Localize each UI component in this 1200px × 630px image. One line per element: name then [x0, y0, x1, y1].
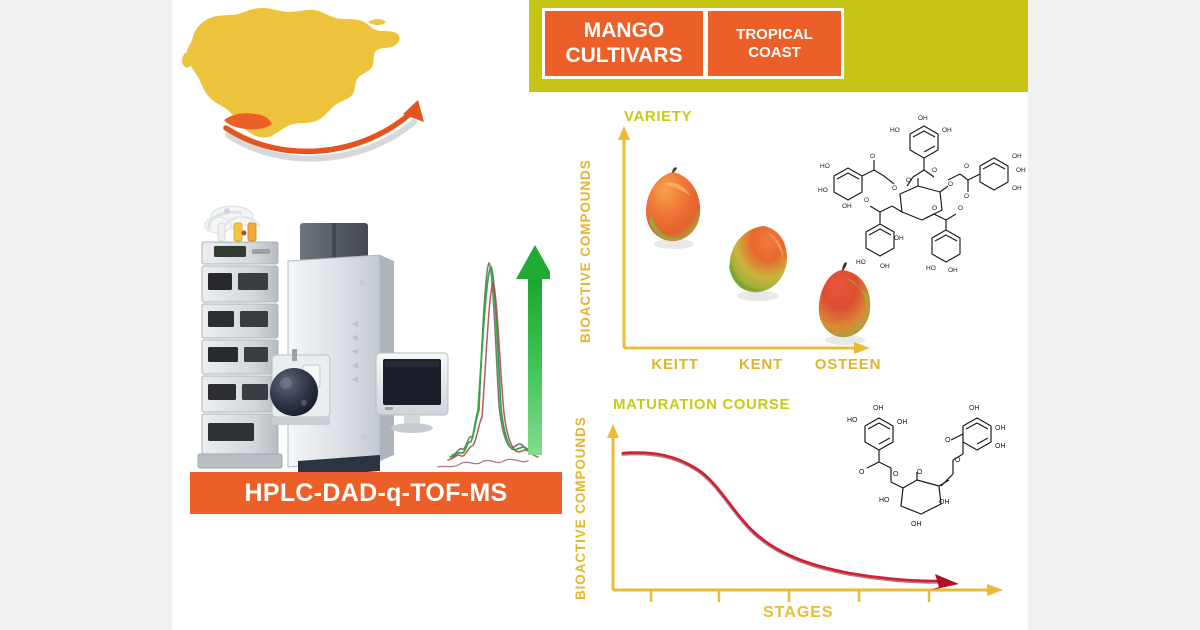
mass-spectrometer: ▲ ▲ ▲ ▲ ▲: [270, 223, 394, 477]
letterbox-right: [1028, 0, 1200, 630]
svg-text:O: O: [964, 163, 969, 170]
svg-text:OH: OH: [918, 115, 928, 122]
tropical-coast-highlight: [224, 113, 272, 130]
svg-text:OH: OH: [1012, 185, 1022, 192]
svg-text:OH: OH: [942, 127, 952, 134]
svg-text:OH: OH: [969, 405, 980, 412]
svg-text:O: O: [955, 457, 961, 464]
maturation-y-axis-arrowhead: [607, 424, 619, 438]
svg-text:O: O: [893, 471, 899, 478]
computer-monitor: [375, 352, 449, 433]
svg-text:O: O: [932, 205, 937, 212]
chromatogram-trace: [437, 261, 539, 468]
pentagalloyl-glucose-structure: OH HO OH O O HO HO OH O O O HO OH OH: [814, 110, 1028, 282]
svg-text:O: O: [906, 177, 911, 184]
hplc-method-label: HPLC-DAD-q-TOF-MS: [190, 472, 562, 514]
hplc-method-label-text: HPLC-DAD-q-TOF-MS: [244, 478, 508, 507]
maturation-chart-title: MATURATION COURSE: [613, 396, 791, 413]
chip-mango-cultivars-line-1: MANGO: [583, 18, 665, 42]
green-up-arrow: [516, 245, 554, 455]
maturation-chart-xlabel: STAGES: [763, 604, 834, 621]
maturation-curve: [621, 451, 959, 590]
svg-text:OH: OH: [948, 267, 958, 274]
variety-marker-keitt: [640, 164, 706, 250]
chip-mango-cultivars-line-2: CULTIVARS: [565, 43, 683, 67]
svg-text:OH: OH: [897, 419, 908, 426]
svg-text:O: O: [859, 469, 865, 476]
svg-text:HO: HO: [856, 259, 866, 266]
svg-text:HO: HO: [847, 417, 858, 424]
svg-text:O: O: [958, 205, 963, 212]
svg-text:O: O: [948, 181, 953, 188]
svg-text:O: O: [870, 153, 875, 160]
maturation-chart: MATURATION COURSE BIOACTIVE COMPOUNDS: [567, 388, 1027, 630]
variety-chart-axes: [622, 136, 860, 350]
svg-text:OH: OH: [873, 405, 884, 412]
svg-text:O: O: [945, 437, 951, 444]
svg-text:OH: OH: [842, 203, 852, 210]
variety-marker-osteen: [812, 260, 878, 346]
header-chip-group: MANGO CULTIVARS TROPICAL COAST: [542, 8, 844, 79]
svg-text:O: O: [932, 167, 937, 174]
letterbox-left: [0, 0, 172, 630]
svg-text:O: O: [917, 469, 923, 476]
instrument-illustration: ▲ ▲ ▲ ▲ ▲: [180, 205, 554, 480]
svg-text:▲ ▲ ▲ ▲ ▲: ▲ ▲ ▲ ▲ ▲: [349, 318, 361, 385]
variety-chart-title: VARIETY: [624, 108, 693, 125]
variety-category-osteen: OSTEEN: [814, 356, 882, 373]
svg-text:OH: OH: [995, 425, 1006, 432]
variety-chart: VARIETY BIOACTIVE COMPOUNDS: [572, 108, 1028, 378]
svg-text:HO: HO: [818, 187, 828, 194]
svg-text:OH: OH: [1012, 153, 1022, 160]
svg-text:HO: HO: [890, 127, 900, 134]
maturation-x-ticks: [649, 590, 931, 602]
svg-text:O: O: [892, 185, 897, 192]
digalloyl-glucose-structure: OH HO OH O O OH OH OH O O O HO OH OH: [843, 396, 1025, 528]
variety-marker-kent: [724, 220, 792, 302]
chip-mango-cultivars: MANGO CULTIVARS: [545, 11, 703, 76]
svg-text:OH: OH: [880, 263, 890, 270]
svg-text:O: O: [864, 197, 869, 204]
iberian-peninsula-map: [181, 8, 400, 138]
chip-tropical-coast: TROPICAL COAST: [708, 11, 841, 76]
svg-text:HO: HO: [820, 163, 830, 170]
svg-text:OH: OH: [939, 499, 950, 506]
svg-text:HO: HO: [879, 497, 890, 504]
hplc-module-stack: [197, 205, 283, 469]
svg-text:OH: OH: [995, 443, 1006, 450]
map-block: [172, 0, 472, 175]
solvent-bottles: [204, 205, 262, 242]
variety-y-axis-arrowhead: [618, 126, 630, 140]
svg-text:OH: OH: [911, 521, 922, 528]
svg-text:OH: OH: [1016, 167, 1026, 174]
chip-tropical-coast-line-1: TROPICAL: [736, 25, 813, 43]
maturation-x-axis-arrowhead: [987, 584, 1003, 596]
variety-category-kent: KENT: [738, 356, 784, 373]
figure-canvas: BIOACTIVE COMPOUNDS MANGO CULTIVARS TROP…: [172, 0, 1028, 630]
svg-text:O: O: [964, 193, 969, 200]
svg-text:OH: OH: [894, 235, 904, 242]
variety-category-keitt: KEITT: [651, 356, 699, 373]
svg-text:HO: HO: [926, 265, 936, 272]
map-to-chip-arrow: [223, 100, 424, 162]
variety-x-axis-arrowhead: [854, 342, 870, 354]
chip-tropical-coast-line-2: COAST: [748, 43, 801, 61]
